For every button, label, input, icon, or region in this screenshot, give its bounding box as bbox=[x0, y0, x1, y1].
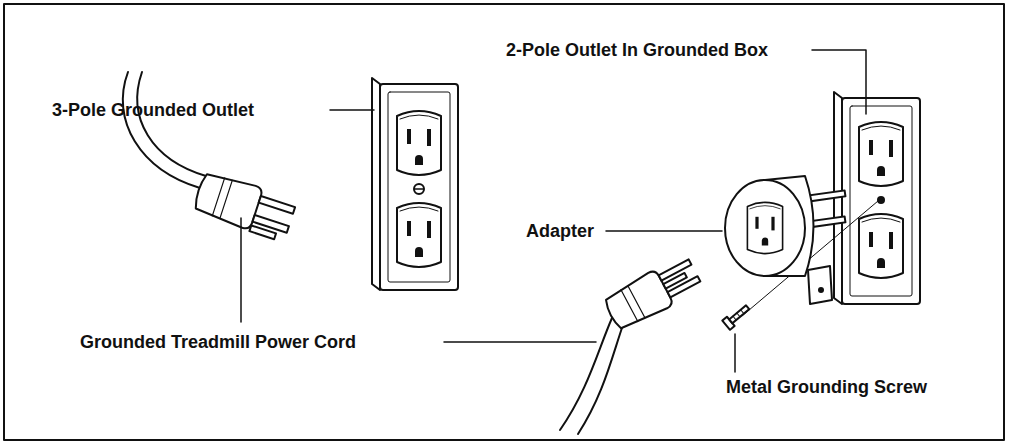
frame bbox=[4, 4, 1004, 440]
left-plug bbox=[123, 72, 298, 242]
label-slot: 2-Pole Outlet In Grounded Box bbox=[506, 40, 768, 60]
label-slot: Grounded Treadmill Power Cord bbox=[80, 332, 356, 352]
grounding-screw bbox=[722, 303, 751, 330]
part-label: Metal Grounding Screw bbox=[726, 377, 927, 397]
leader-line bbox=[240, 218, 242, 322]
part-label: Grounded Treadmill Power Cord bbox=[80, 332, 356, 352]
leader-line bbox=[606, 230, 722, 232]
part-label: 2-Pole Outlet In Grounded Box bbox=[506, 40, 768, 60]
label-slot: 3-Pole Grounded Outlet bbox=[52, 100, 254, 120]
right-plug bbox=[560, 253, 704, 434]
part-label: 3-Pole Grounded Outlet bbox=[52, 100, 254, 120]
right-wall-outlet bbox=[834, 92, 920, 304]
leader-line bbox=[444, 341, 596, 343]
adapter bbox=[725, 176, 845, 304]
label-slot: Metal Grounding Screw bbox=[726, 377, 927, 397]
left-wall-outlet bbox=[372, 78, 458, 290]
part-label: Adapter bbox=[526, 221, 594, 241]
label-slot: Adapter bbox=[526, 221, 594, 241]
leader-lines bbox=[241, 50, 866, 372]
leader-line bbox=[812, 50, 866, 114]
leader-line bbox=[734, 334, 736, 372]
leader-line bbox=[330, 109, 374, 111]
